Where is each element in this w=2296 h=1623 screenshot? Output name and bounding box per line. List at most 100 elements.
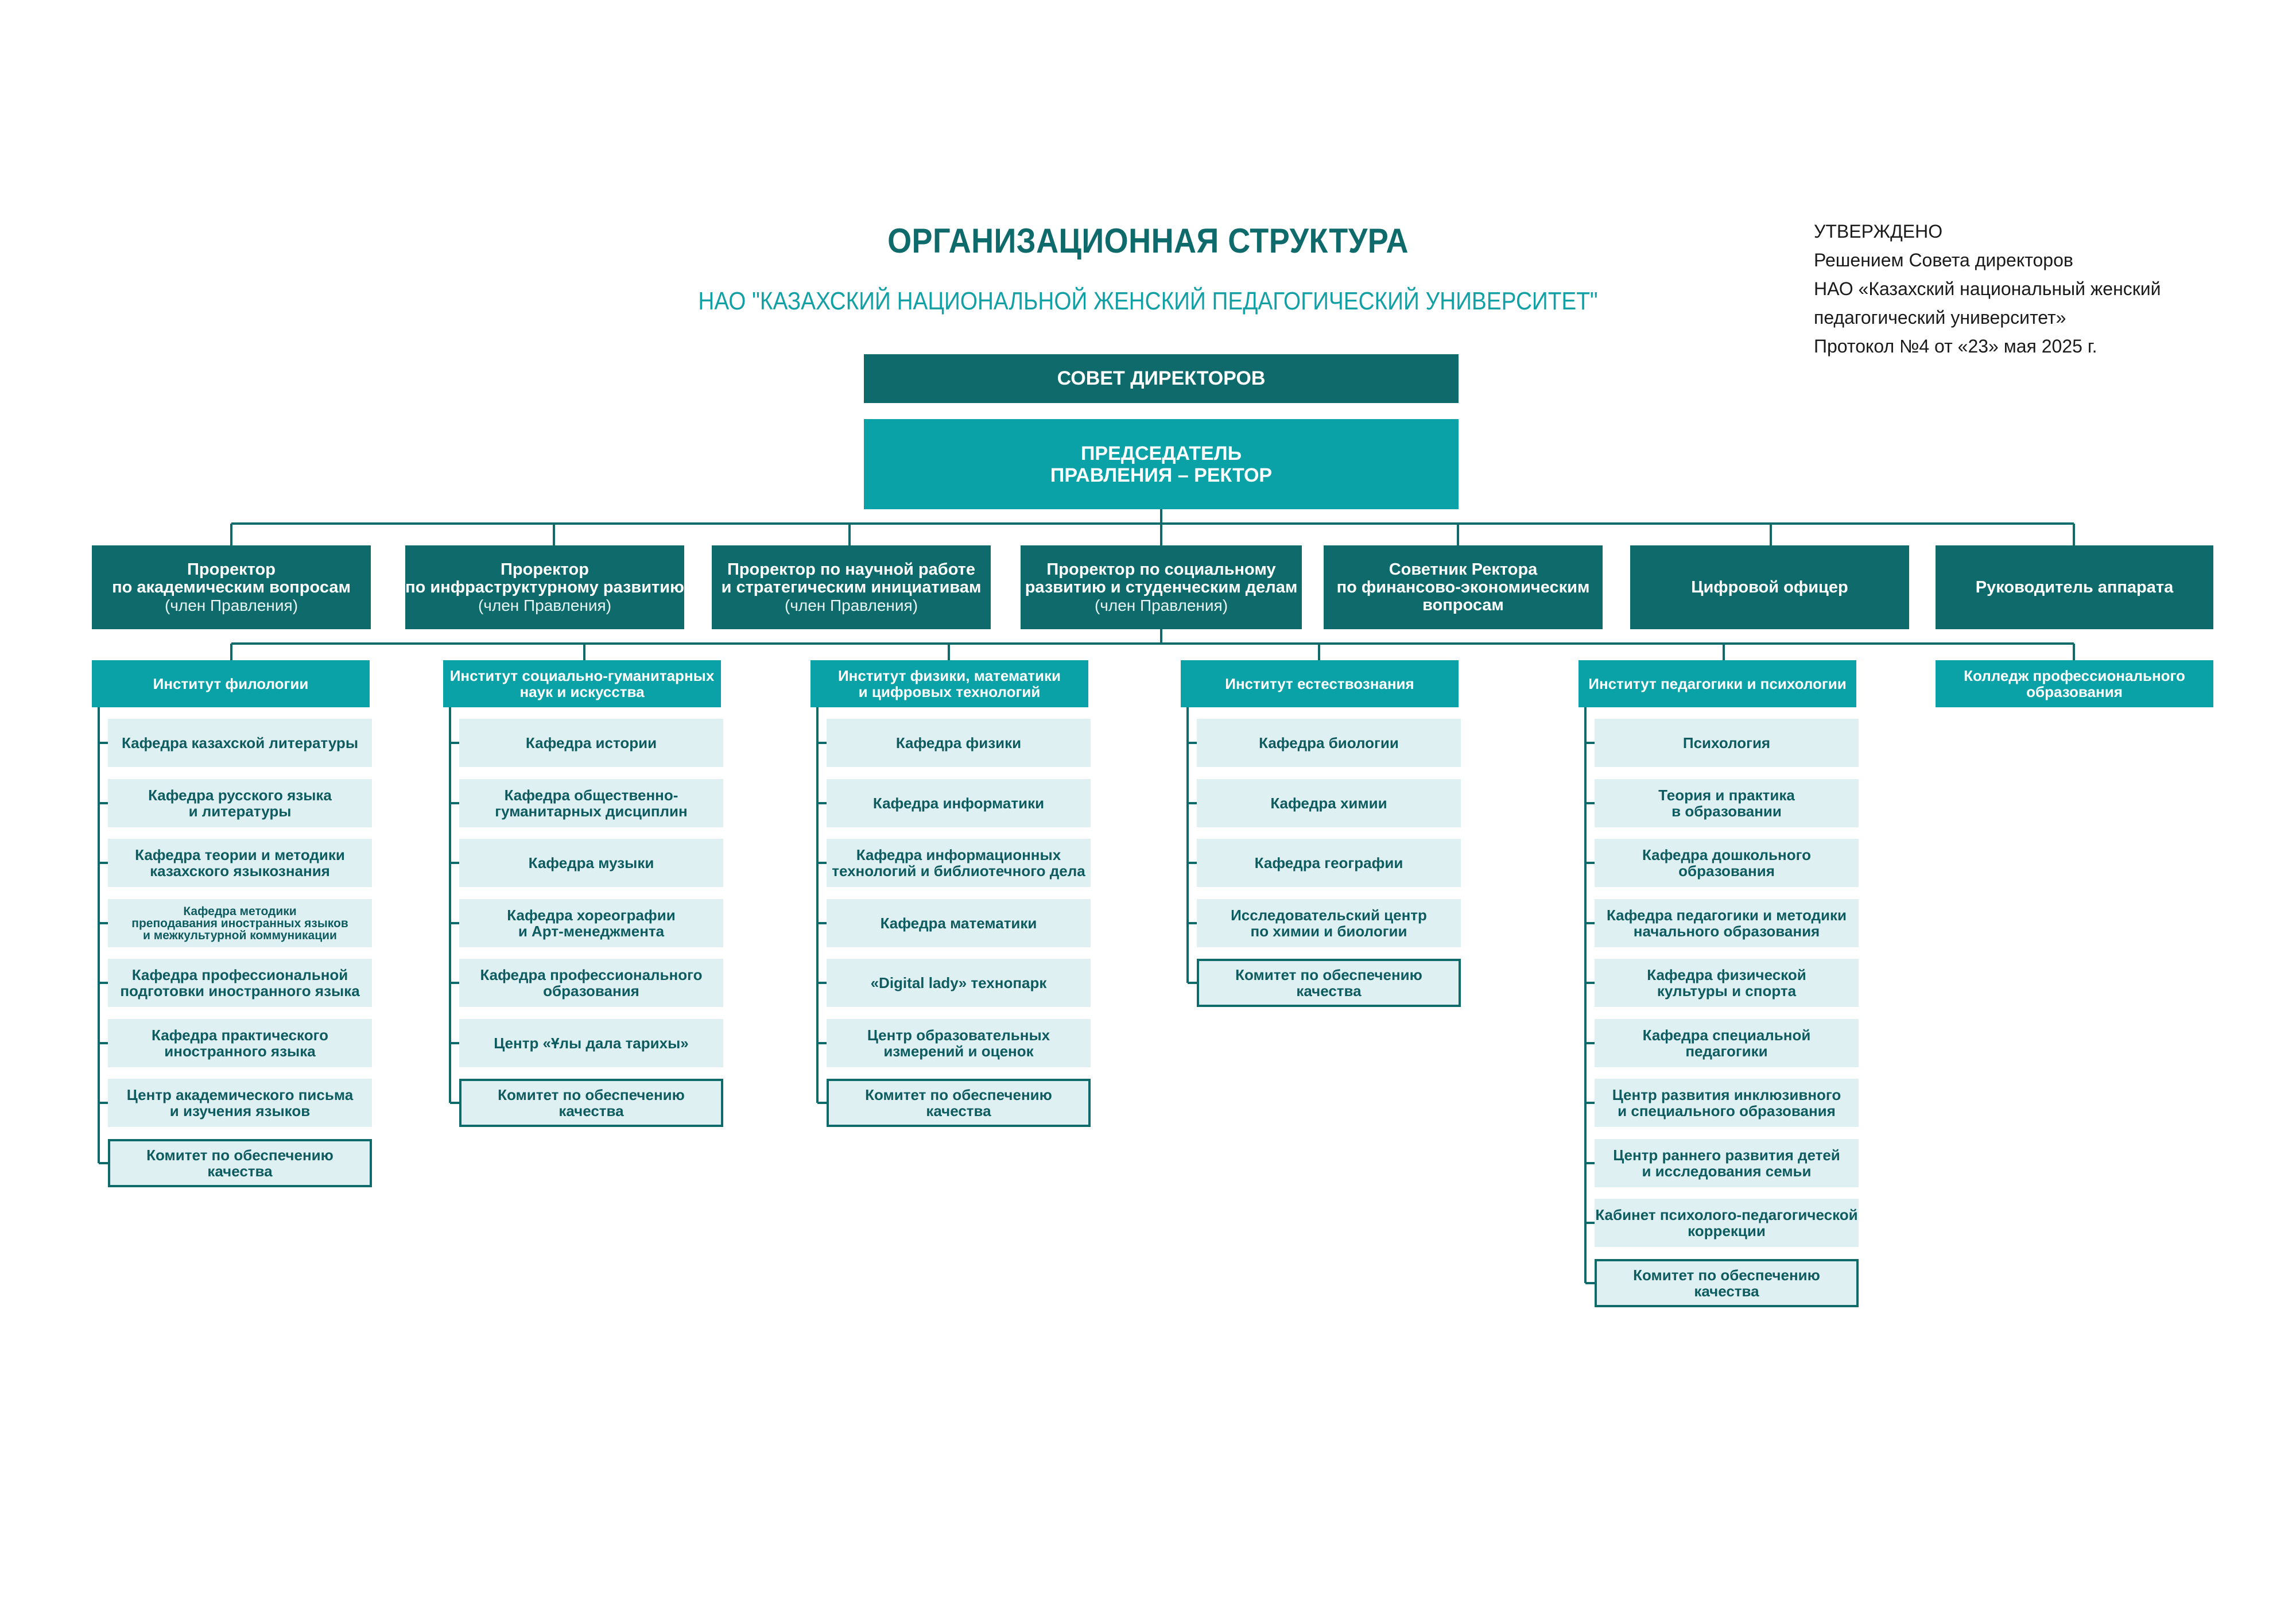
department-box: Кафедра профессионального образования bbox=[459, 959, 723, 1007]
quality-committee-box: Комитет по обеспечению качества bbox=[1197, 959, 1461, 1007]
department-box: Кафедра биологии bbox=[1197, 719, 1461, 767]
department-box: Кафедра теории и методики казахского язы… bbox=[108, 839, 372, 887]
department-box: Кафедра методики преподавания иностранны… bbox=[108, 899, 372, 947]
page-title: ОРГАНИЗАЦИОННАЯ СТРУКТУРА bbox=[887, 222, 1409, 260]
department-label: Кафедра хореографии и Арт-менеджмента bbox=[507, 907, 676, 940]
department-label: Центр раннего развития детей и исследова… bbox=[1613, 1146, 1840, 1180]
vp-subtitle: (член Правления) bbox=[478, 596, 612, 614]
institute-label: Институт педагогики и психологии bbox=[1588, 675, 1847, 692]
department-box: Кафедра педагогики и методики начального… bbox=[1595, 899, 1859, 947]
institute-label: Институт филологии bbox=[153, 675, 309, 692]
vp-box-infrastructure: Проректор по инфраструктурному развитию … bbox=[405, 545, 684, 629]
department-box: Кафедра истории bbox=[459, 719, 723, 767]
department-box: Кафедра физической культуры и спорта bbox=[1595, 959, 1859, 1007]
quality-committee-label: Комитет по обеспечению качества bbox=[1633, 1266, 1820, 1300]
vp-title: Цифровой офицер bbox=[1691, 578, 1848, 596]
department-label: Кафедра практического иностранного языка bbox=[152, 1027, 328, 1060]
department-label: Кафедра физики bbox=[895, 734, 1022, 752]
page-subtitle: НАО "КАЗАХСКИЙ НАЦИОНАЛЬНОЙ ЖЕНСКИЙ ПЕДА… bbox=[698, 287, 1598, 315]
department-label: Кафедра информационных технологий и библ… bbox=[832, 846, 1085, 880]
institute-label: Институт естествознания bbox=[1225, 675, 1414, 692]
vp-box-digital-officer: Цифровой офицер bbox=[1630, 545, 1909, 629]
department-label: Кафедра географии bbox=[1254, 854, 1403, 871]
vp-box-social: Проректор по социальному развитию и студ… bbox=[1021, 545, 1302, 629]
department-box: Центр академического письма и изучения я… bbox=[108, 1079, 372, 1127]
board-label: СОВЕТ ДИРЕКТОРОВ bbox=[1057, 367, 1266, 389]
department-label: Кафедра информатики bbox=[872, 795, 1045, 812]
department-label: Центр «Ұлы дала тарихы» bbox=[494, 1035, 689, 1052]
department-label: Кафедра математики bbox=[880, 915, 1037, 932]
rector-box: ПРЕДСЕДАТЕЛЬ ПРАВЛЕНИЯ – РЕКТОР bbox=[864, 419, 1459, 509]
department-box: Центр развития инклюзивного и специально… bbox=[1595, 1079, 1859, 1127]
department-box: Кафедра музыки bbox=[459, 839, 723, 887]
board-of-directors-box: СОВЕТ ДИРЕКТОРОВ bbox=[864, 354, 1459, 403]
department-label: Кафедра истории bbox=[525, 734, 657, 752]
department-label: Исследовательский центр по химии и биоло… bbox=[1231, 907, 1427, 940]
department-label: Кафедра казахской литературы bbox=[121, 734, 359, 752]
approval-line: Протокол №4 от «23» мая 2025 г. bbox=[1814, 336, 2097, 357]
approval-line: педагогический университет» bbox=[1814, 307, 2066, 328]
vp-subtitle: (член Правления) bbox=[784, 596, 918, 614]
department-box: Кафедра математики bbox=[827, 899, 1091, 947]
department-box: Кафедра практического иностранного языка bbox=[108, 1019, 372, 1067]
approval-line: УТВЕРЖДЕНО bbox=[1814, 221, 1943, 242]
quality-committee-box: Комитет по обеспечению качества bbox=[827, 1079, 1091, 1127]
department-label: Кафедра русского языка и литературы bbox=[148, 787, 332, 820]
department-box: «Digital lady» технопарк bbox=[827, 959, 1091, 1007]
department-label: Кафедра теории и методики казахского язы… bbox=[135, 846, 345, 880]
department-label: Центр академического письма и изучения я… bbox=[126, 1086, 354, 1120]
department-label: Теория и практика в образовании bbox=[1658, 787, 1795, 820]
quality-committee-box: Комитет по обеспечению качества bbox=[108, 1139, 372, 1187]
vp-box-finance-advisor: Советник Ректора по финансово-экономичес… bbox=[1324, 545, 1603, 629]
department-box: Кафедра информатики bbox=[827, 779, 1091, 827]
department-label: Кафедра специальной педагогики bbox=[1642, 1027, 1811, 1060]
quality-committee-label: Комитет по обеспечению качества bbox=[1235, 966, 1422, 1000]
department-label: «Digital lady» технопарк bbox=[870, 974, 1047, 991]
vp-title: Проректор по инфраструктурному развитию bbox=[405, 560, 684, 596]
institute-label: Институт социально-гуманитарных наук и и… bbox=[449, 667, 715, 700]
approval-line: Решением Совета директоров bbox=[1814, 250, 2073, 270]
department-box: Кафедра дошкольного образования bbox=[1595, 839, 1859, 887]
department-label: Кафедра дошкольного образования bbox=[1642, 846, 1811, 880]
vp-box-research: Проректор по научной работе и стратегиче… bbox=[712, 545, 991, 629]
department-label: Кабинет психолого-педагогической коррекц… bbox=[1595, 1206, 1858, 1239]
department-box: Кафедра специальной педагогики bbox=[1595, 1019, 1859, 1067]
rector-label: ПРЕДСЕДАТЕЛЬ ПРАВЛЕНИЯ – РЕКТОР bbox=[1050, 442, 1273, 486]
vp-box-academic: Проректор по академическим вопросам (чле… bbox=[92, 545, 371, 629]
institute-box: Институт социально-гуманитарных наук и и… bbox=[443, 660, 721, 707]
department-box: Теория и практика в образовании bbox=[1595, 779, 1859, 827]
department-label: Центр развития инклюзивного и специально… bbox=[1612, 1086, 1841, 1120]
department-label: Кафедра химии bbox=[1270, 795, 1387, 812]
department-label: Центр образовательных измерений и оценок bbox=[867, 1027, 1050, 1060]
department-box: Исследовательский центр по химии и биоло… bbox=[1197, 899, 1461, 947]
institute-box: Колледж профессионального образования bbox=[1936, 660, 2213, 707]
department-label: Психология bbox=[1682, 734, 1771, 752]
quality-committee-box: Комитет по обеспечению качества bbox=[1595, 1259, 1859, 1307]
institute-label: Институт физики, математики и цифровых т… bbox=[837, 667, 1061, 700]
vp-title: Проректор по социальному развитию и студ… bbox=[1025, 560, 1298, 596]
department-box: Кафедра общественно- гуманитарных дисцип… bbox=[459, 779, 723, 827]
quality-committee-box: Комитет по обеспечению качества bbox=[459, 1079, 723, 1127]
department-label: Кафедра педагогики и методики начального… bbox=[1606, 907, 1847, 940]
department-box: Кафедра казахской литературы bbox=[108, 719, 372, 767]
institute-box: Институт физики, математики и цифровых т… bbox=[810, 660, 1088, 707]
vp-subtitle: (член Правления) bbox=[164, 596, 298, 614]
department-box: Кафедра хореографии и Арт-менеджмента bbox=[459, 899, 723, 947]
department-box: Кафедра физики bbox=[827, 719, 1091, 767]
quality-committee-label: Комитет по обеспечению качества bbox=[146, 1146, 333, 1180]
institute-box: Институт естествознания bbox=[1181, 660, 1459, 707]
quality-committee-label: Комитет по обеспечению качества bbox=[865, 1086, 1052, 1120]
department-label: Кафедра физической культуры и спорта bbox=[1647, 966, 1806, 1000]
vp-box-chief-of-staff: Руководитель аппарата bbox=[1936, 545, 2213, 629]
department-box: Психология bbox=[1595, 719, 1859, 767]
institute-label: Колледж профессионального образования bbox=[1964, 667, 2185, 700]
department-label: Кафедра профессионального образования bbox=[480, 966, 703, 1000]
vp-title: Проректор по научной работе и стратегиче… bbox=[721, 560, 982, 596]
vp-title: Руководитель аппарата bbox=[1975, 578, 2174, 596]
vp-title: Проректор по академическим вопросам bbox=[112, 560, 351, 596]
department-box: Центр раннего развития детей и исследова… bbox=[1595, 1139, 1859, 1187]
department-box: Кабинет психолого-педагогической коррекц… bbox=[1595, 1199, 1859, 1247]
quality-committee-label: Комитет по обеспечению качества bbox=[498, 1086, 685, 1120]
department-box: Кафедра химии bbox=[1197, 779, 1461, 827]
